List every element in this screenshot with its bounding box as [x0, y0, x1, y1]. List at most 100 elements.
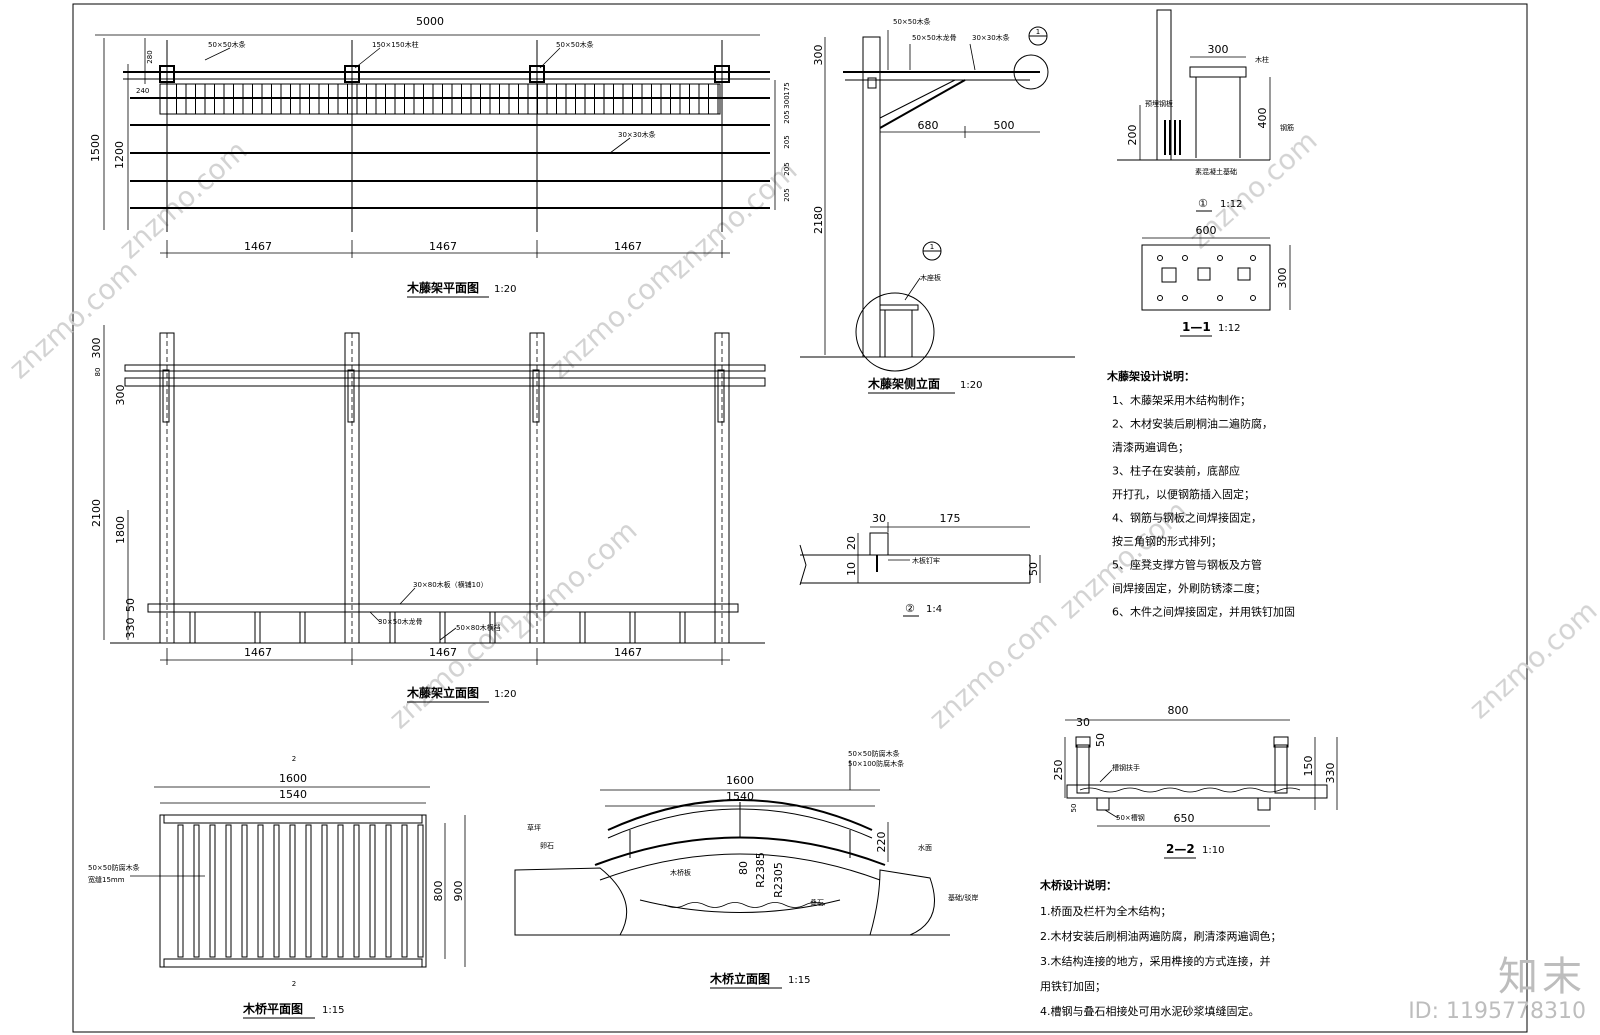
- label-nail: 木板钉牢: [912, 556, 940, 565]
- dim-330: 330: [1324, 763, 1337, 784]
- bridge-slat: [417, 824, 424, 958]
- label-lawn: 草坪: [527, 823, 541, 832]
- seat-leg: [189, 611, 196, 644]
- watermark-text: znzmo.com: [503, 514, 644, 645]
- detail-1-tag: ①: [1198, 197, 1208, 210]
- pergola-note-7: 按三角钢的形式排列；: [1112, 534, 1222, 548]
- section-1-1-view: 600 300 1—1 1:12: [1141, 224, 1291, 337]
- bridge-slat: [241, 824, 248, 958]
- dim-205-a: 205: [783, 110, 791, 123]
- label-plank: 50×50防腐木条: [88, 863, 140, 872]
- dim-800: 800: [432, 881, 445, 902]
- pergola-note-8: 5、座凳支撑方管与钢板及方管: [1112, 558, 1262, 572]
- dim-600: 600: [1196, 224, 1217, 237]
- bridge-slat: [305, 824, 312, 958]
- pergola-plan-scale: 1:20: [494, 284, 516, 295]
- bridge-plan-title: 木桥平面图: [242, 1001, 303, 1016]
- dim-bay-2: 1467: [429, 240, 457, 253]
- label-30x30: 30×30木条: [618, 130, 656, 139]
- dim-1500: 1500: [89, 134, 102, 162]
- dim-300: 300: [1208, 43, 1229, 56]
- dim-175: 175: [940, 512, 961, 525]
- dim-30: 30: [872, 512, 886, 525]
- dim-2180: 2180: [812, 206, 825, 234]
- dim-1540: 1540: [279, 788, 307, 801]
- label-a: 50×50木条: [893, 17, 931, 26]
- pergola-note-3: 清漆两遍调色；: [1112, 440, 1189, 454]
- dim-80: 80: [94, 368, 102, 377]
- dim-205-c: 205: [783, 162, 791, 175]
- dim-220: 220: [875, 832, 888, 853]
- dim-330: 330: [124, 618, 137, 639]
- label-seat-board: 30×80木板（横铺10）: [413, 580, 488, 589]
- dim-r2305: R2305: [772, 862, 785, 898]
- bridge-slat: [353, 824, 360, 958]
- bridge-slat: [257, 824, 264, 958]
- seat-leg: [299, 611, 306, 644]
- seat-leg: [629, 611, 636, 644]
- label-rail-top: 50×50防腐木条: [848, 749, 900, 758]
- section-mark-top: 2: [292, 755, 296, 763]
- watermark-text: znzmo.com: [923, 604, 1064, 735]
- dim-240: 240: [136, 87, 149, 95]
- pergola-notes-heading: 木藤架设计说明：: [1106, 369, 1195, 383]
- label-rail-post: 50×100防腐木条: [848, 759, 904, 768]
- seat-leg: [579, 611, 586, 644]
- brand-id: ID: 1195778310: [1408, 999, 1586, 1024]
- bridge-slat: [273, 824, 280, 958]
- dim-400: 400: [1256, 108, 1269, 129]
- dim-650: 650: [1174, 812, 1195, 825]
- label-gap: 宽缝15mm: [88, 875, 125, 884]
- pergola-note-1: 1、木藤架采用木结构制作；: [1112, 393, 1251, 407]
- pergola-side-view: 1 1 木座板 300 2180 680 500 50×50木条 50×50木龙…: [800, 17, 1075, 394]
- label-50x50-b: 50×50木条: [556, 40, 594, 49]
- label-bank: 基础/驳岸: [948, 893, 978, 902]
- section-1-1-tag: 1—1: [1182, 320, 1211, 334]
- dim-bay-3: 1467: [614, 646, 642, 659]
- label-50x50: 50×50木条: [208, 40, 246, 49]
- dim-250: 250: [1052, 760, 1065, 781]
- dim-bay-1: 1467: [244, 240, 272, 253]
- bridge-notes: 木桥设计说明： 1.桥面及栏杆为全木结构； 2.木材安装后刷桐油两遍防腐，刷清漆两…: [1039, 878, 1282, 1018]
- dim-300: 300: [812, 45, 825, 66]
- section-2-2-scale: 1:10: [1202, 845, 1224, 856]
- label-joist: 30×50木龙骨: [378, 617, 423, 626]
- dim-175: 175: [783, 82, 791, 95]
- pergola-elevation-title: 木藤架立面图: [406, 685, 479, 700]
- dim-150: 150: [1302, 756, 1315, 777]
- pergola-note-2: 2、木材安装后刷桐油二遍防腐，: [1112, 417, 1273, 431]
- dim-300-b: 300: [114, 385, 127, 406]
- bridge-notes-heading: 木桥设计说明：: [1039, 878, 1117, 892]
- dim-30: 30: [1076, 716, 1090, 729]
- dim-5000: 5000: [416, 15, 444, 28]
- bridge-slat: [177, 824, 184, 958]
- pergola-plan-view: 5000 1467 1467 1467 1500 1200 280 240 30…: [89, 15, 791, 298]
- bridge-slat: [385, 824, 392, 958]
- detail-1-view: 300 200 400 预埋钢板 木柱 钢筋 素混凝土基础 ① 1:12: [1117, 9, 1294, 212]
- dim-1800: 1800: [114, 516, 127, 544]
- bridge-note-4: 用铁钉加固；: [1040, 980, 1106, 993]
- watermark-text: znzmo.com: [1463, 594, 1600, 725]
- brand-stamp: 知末 ID: 1195778310: [1408, 955, 1586, 1025]
- bridge-note-2: 2.木材安装后刷桐油两遍防腐，刷清漆两遍调色；: [1040, 929, 1282, 943]
- dim-1200: 1200: [113, 141, 126, 169]
- dim-300: 300: [1276, 268, 1289, 289]
- dim-r2385: R2385: [754, 852, 767, 888]
- bridge-note-1: 1.桥面及栏杆为全木结构；: [1040, 904, 1172, 918]
- dim-500: 500: [994, 119, 1015, 132]
- section-mark-bottom: 2: [292, 980, 296, 988]
- bridge-plan-view: 1600 1540 800 900 2 2 50×50防腐木条 宽缝15mm 木…: [88, 755, 466, 1019]
- bridge-plan-scale: 1:15: [322, 1005, 344, 1016]
- bridge-slat: [225, 824, 232, 958]
- bridge-slat: [193, 824, 200, 958]
- seat-leg: [389, 611, 396, 644]
- detail-2-view: 30 175 20 10 50 木板钉牢 ② 1:4: [799, 512, 1041, 617]
- dim-10: 10: [845, 562, 858, 576]
- label-post: 木柱: [1255, 55, 1269, 64]
- label-seat: 木座板: [920, 273, 941, 282]
- pergola-note-9: 间焊接固定，外刷防锈漆二度；: [1112, 581, 1266, 595]
- dim-200: 200: [1126, 125, 1139, 146]
- dim-1600: 1600: [279, 772, 307, 785]
- brand-logo: 知末: [1498, 954, 1586, 1000]
